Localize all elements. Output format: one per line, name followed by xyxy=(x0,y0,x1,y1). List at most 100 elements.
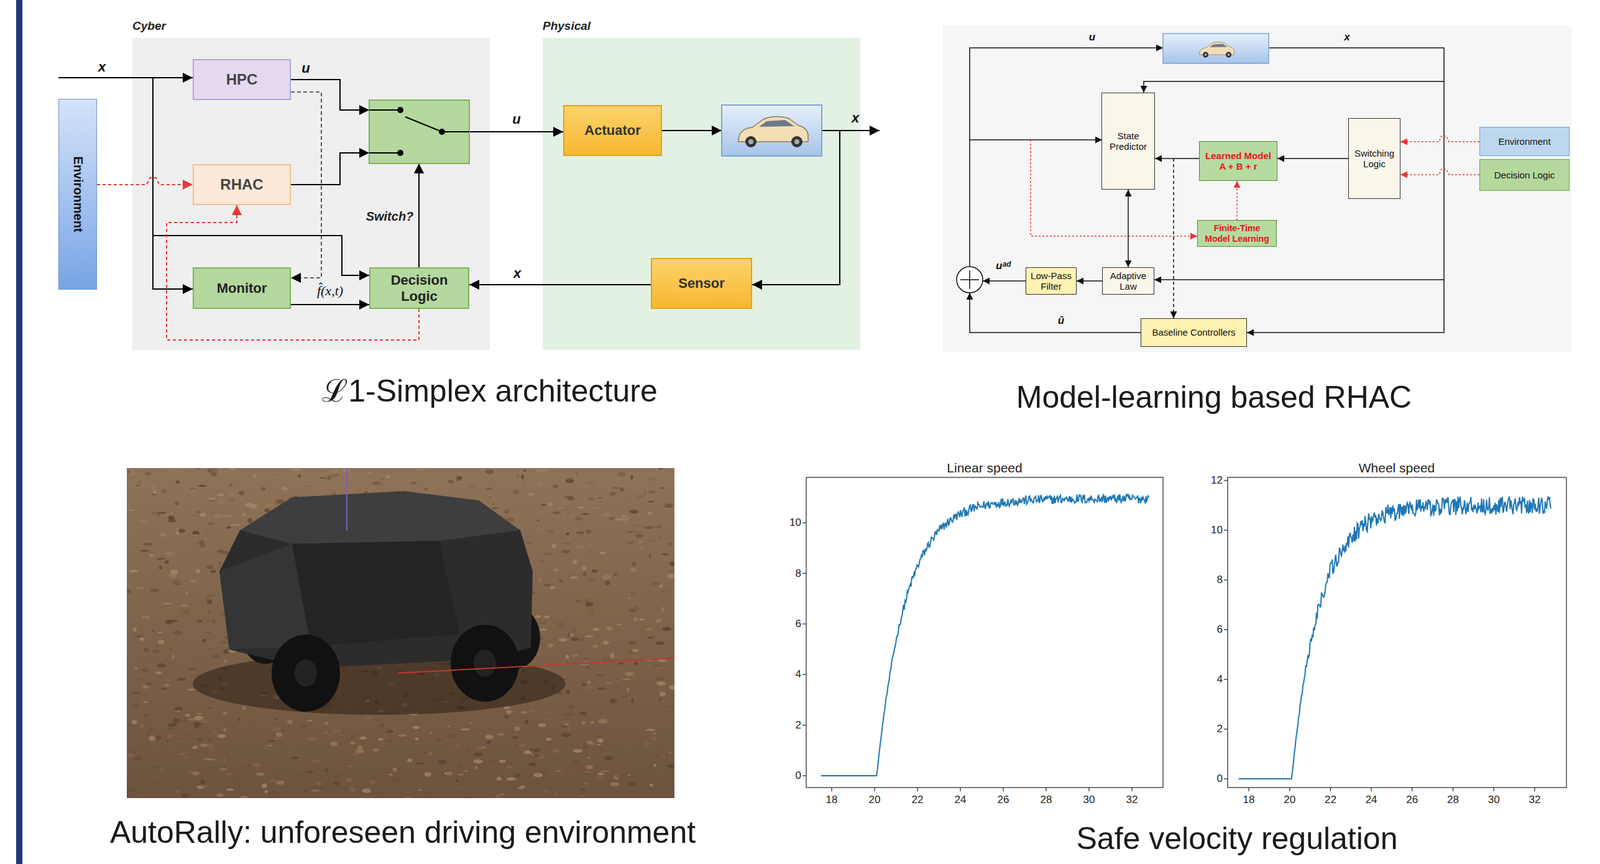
axis-tick xyxy=(1289,787,1290,792)
dirt-texture xyxy=(573,760,580,765)
dirt-texture xyxy=(146,732,150,737)
dirt-texture xyxy=(604,580,610,585)
dirt-texture xyxy=(550,586,556,590)
dirt-texture xyxy=(648,553,651,558)
node-text: Decision Logic xyxy=(375,272,464,304)
dirt-texture xyxy=(613,517,624,521)
dirt-texture xyxy=(169,645,177,649)
dirt-texture xyxy=(538,754,546,759)
dirt-texture xyxy=(128,570,138,574)
dirt-texture xyxy=(151,629,155,632)
dirt-texture xyxy=(489,760,499,763)
signal-label: u xyxy=(1089,31,1096,44)
dirt-texture xyxy=(187,733,191,738)
dirt-texture xyxy=(584,660,590,663)
dirt-texture xyxy=(570,573,576,577)
dirt-texture xyxy=(484,487,493,490)
axis-tick-label: 28 xyxy=(1040,793,1053,807)
dirt-texture xyxy=(567,726,571,732)
dirt-texture xyxy=(617,711,621,716)
connector xyxy=(1236,180,1238,221)
dirt-texture xyxy=(630,653,640,659)
dirt-texture xyxy=(652,732,658,735)
dirt-texture xyxy=(200,717,206,721)
dirt-texture xyxy=(447,747,456,751)
axis-tick-label: 6 xyxy=(1217,623,1223,636)
dirt-texture xyxy=(299,719,305,725)
connector xyxy=(469,284,651,286)
axis-tick-label: 2 xyxy=(1217,722,1223,736)
dirt-texture xyxy=(187,688,195,691)
axis-tick-label: 12 xyxy=(1210,474,1223,487)
dirt-texture xyxy=(658,582,662,585)
axis-tick xyxy=(1371,787,1372,792)
dirt-texture xyxy=(467,485,475,490)
dirt-texture xyxy=(429,732,434,734)
dirt-texture xyxy=(218,561,222,565)
axis-tick xyxy=(1534,787,1535,792)
dirt-texture xyxy=(205,648,216,651)
dirt-texture xyxy=(515,773,521,778)
dirt-texture xyxy=(633,616,638,622)
dirt-texture xyxy=(548,530,554,534)
dirt-texture xyxy=(580,513,590,516)
dirt-texture xyxy=(592,644,598,649)
dirt-texture xyxy=(656,681,666,686)
dirt-texture xyxy=(171,687,175,690)
dirt-texture xyxy=(596,497,603,499)
axis-tick xyxy=(1002,787,1004,792)
physical-region: PhysicalActuatorSensor xyxy=(542,37,861,350)
dirt-texture xyxy=(617,471,626,477)
rally-car xyxy=(292,540,460,647)
dirt-texture xyxy=(448,777,452,782)
axis-tick-label: 6 xyxy=(795,617,802,631)
dirt-texture xyxy=(175,480,180,484)
dirt-texture xyxy=(512,489,520,495)
dirt-texture xyxy=(586,638,594,643)
dirt-texture xyxy=(229,777,238,782)
dirt-texture xyxy=(165,613,169,617)
dirt-texture xyxy=(655,641,665,645)
dirt-texture xyxy=(647,512,653,515)
dirt-texture xyxy=(587,543,592,546)
dirt-texture xyxy=(157,631,163,634)
dirt-texture xyxy=(126,589,132,594)
controller-box: Baseline Controllers xyxy=(1140,318,1247,347)
dirt-texture xyxy=(209,512,217,516)
axis-tick-label: 18 xyxy=(826,793,838,807)
dirt-texture xyxy=(554,598,561,601)
monitor-box: Monitor xyxy=(192,267,291,309)
dirt-texture xyxy=(423,772,432,778)
dirt-texture xyxy=(134,667,139,670)
dirt-texture xyxy=(275,780,285,785)
dirt-texture xyxy=(357,745,364,751)
dirt-texture xyxy=(139,520,148,523)
dirt-texture xyxy=(160,489,168,494)
dirt-texture xyxy=(251,719,257,721)
dirt-texture xyxy=(348,470,352,474)
dirt-texture xyxy=(177,653,186,658)
dirt-texture xyxy=(192,530,200,536)
dirt-texture xyxy=(583,657,590,663)
dirt-texture xyxy=(577,506,585,510)
dirt-texture xyxy=(386,739,393,744)
dirt-texture xyxy=(197,619,203,623)
dirt-texture xyxy=(425,795,431,799)
dirt-texture xyxy=(347,752,356,755)
dirt-texture xyxy=(206,522,216,526)
dirt-texture xyxy=(179,752,185,756)
dirt-texture xyxy=(208,706,213,709)
dirt-texture xyxy=(131,719,137,725)
dirt-texture xyxy=(191,542,199,545)
dirt-texture xyxy=(407,758,413,763)
dirt-texture xyxy=(621,695,628,698)
dirt-texture xyxy=(607,747,617,751)
dirt-texture xyxy=(231,524,241,526)
dirt-texture xyxy=(589,721,594,723)
dirt-texture xyxy=(520,711,528,714)
dirt-texture xyxy=(244,502,254,507)
axis-tick-label: 20 xyxy=(868,793,881,807)
dirt-texture xyxy=(197,724,201,728)
dirt-texture xyxy=(574,517,584,521)
dirt-texture xyxy=(635,494,645,499)
